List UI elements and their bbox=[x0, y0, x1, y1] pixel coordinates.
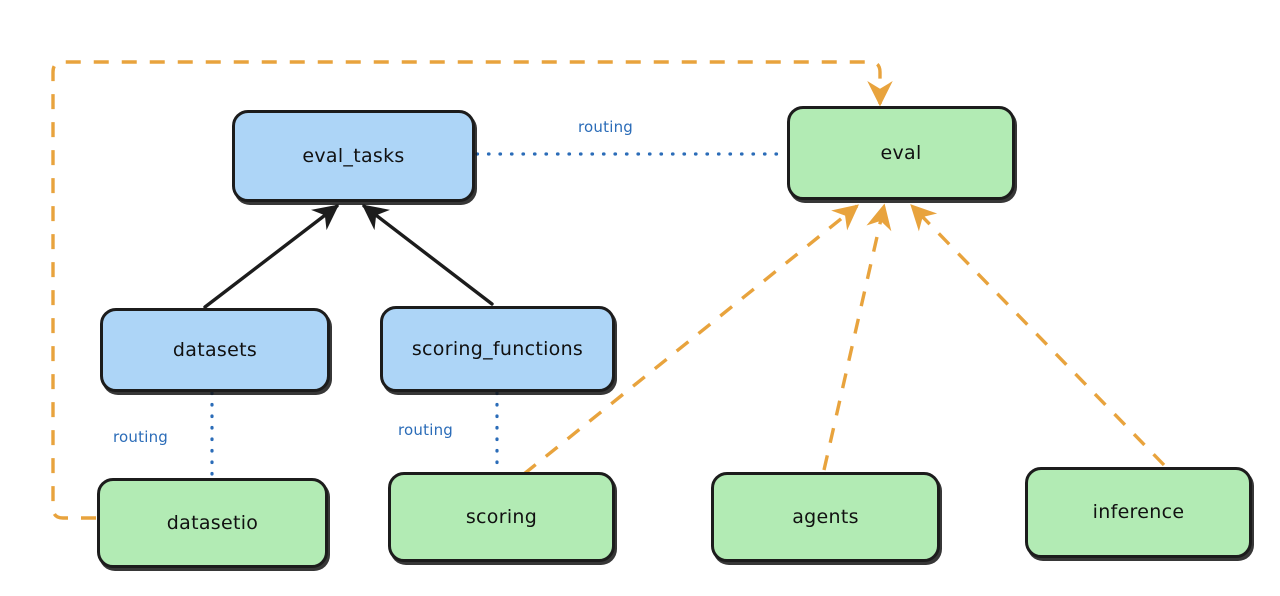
edge-datasetio-eval bbox=[51, 60, 893, 520]
node-label-eval-tasks: eval_tasks bbox=[302, 144, 405, 167]
node-label-scoring-functions: scoring_functions bbox=[411, 337, 584, 360]
node-agents[interactable]: agents bbox=[711, 472, 940, 562]
node-label-datasetio: datasetio bbox=[166, 511, 259, 534]
edge-label-routing-datasetio: routing bbox=[113, 428, 168, 446]
edge-scoring_functions-eval_tasks bbox=[361, 204, 494, 306]
node-inference[interactable]: inference bbox=[1025, 467, 1252, 558]
node-label-scoring: scoring bbox=[465, 505, 538, 528]
node-label-datasets: datasets bbox=[172, 338, 258, 361]
edge-datasets-eval_tasks bbox=[203, 204, 340, 309]
node-label-eval: eval bbox=[880, 141, 922, 164]
node-eval-tasks[interactable]: eval_tasks bbox=[232, 110, 475, 202]
node-scoring-functions[interactable]: scoring_functions bbox=[380, 306, 615, 392]
node-label-agents: agents bbox=[792, 505, 859, 528]
edge-label-routing-scoring: routing bbox=[398, 421, 453, 439]
edge-inference-eval bbox=[910, 204, 1166, 467]
node-scoring[interactable]: scoring bbox=[388, 472, 615, 562]
edge-label-routing-eval: routing bbox=[578, 118, 633, 136]
edge-agents-eval bbox=[822, 203, 892, 471]
node-eval[interactable]: eval bbox=[787, 106, 1015, 200]
node-label-inference: inference bbox=[1092, 501, 1185, 524]
node-datasetio[interactable]: datasetio bbox=[97, 478, 328, 568]
node-datasets[interactable]: datasets bbox=[100, 308, 330, 392]
